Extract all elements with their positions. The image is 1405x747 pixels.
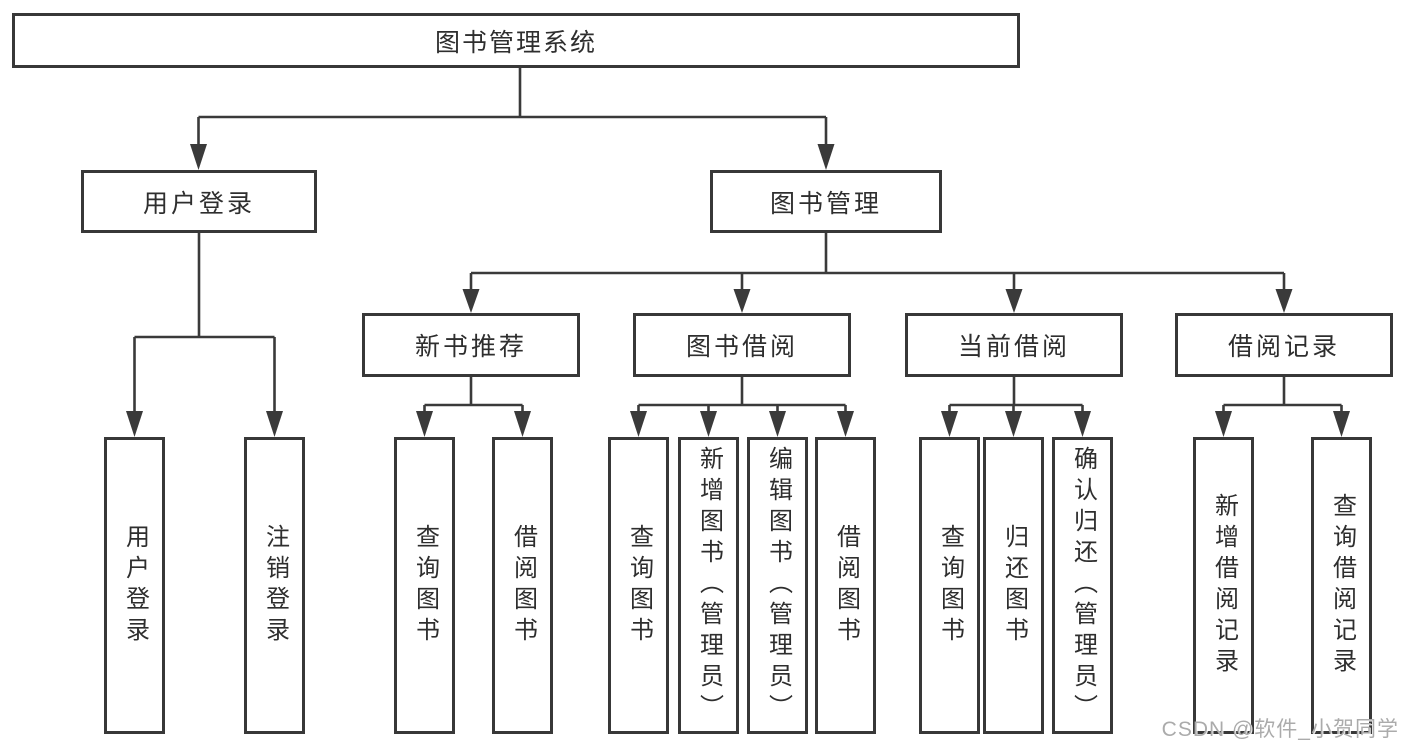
arrow-down-icon <box>126 411 143 437</box>
leaf-node-query-books-borrow: 查询图书 <box>608 437 669 734</box>
arrow-down-icon <box>1215 411 1232 437</box>
module-node-label: 当前借阅 <box>957 333 1070 361</box>
leaf-node-label: 确认归还（管理员） <box>1069 446 1097 725</box>
leaf-node-label: 借阅图书 <box>509 523 537 648</box>
leaf-node-add-books-admin: 新增图书（管理员） <box>678 437 739 734</box>
arrow-down-icon <box>1333 411 1350 437</box>
arrow-down-icon <box>733 289 751 313</box>
arrow-down-icon <box>630 411 647 437</box>
arrow-down-icon <box>266 411 283 437</box>
connector-borrow-records-to-leaves <box>1215 377 1350 437</box>
leaf-node-return-books: 归还图书 <box>983 437 1044 734</box>
leaf-node-label: 查询借阅记录 <box>1328 492 1356 679</box>
module-node-borrow-records: 借阅记录 <box>1175 313 1393 377</box>
branch-node-label: 用户登录 <box>142 189 255 218</box>
leaf-node-borrow-books: 借阅图书 <box>815 437 876 734</box>
module-node-new-books: 新书推荐 <box>362 313 580 377</box>
leaf-node-logout: 注销登录 <box>244 437 305 734</box>
arrow-down-icon <box>817 144 835 170</box>
connector-new-books-to-leaves <box>416 377 531 437</box>
leaf-node-label: 用户登录 <box>121 523 149 648</box>
branch-node-user-login: 用户登录 <box>81 170 317 233</box>
connector-current-borrow-to-leaves <box>941 377 1091 437</box>
connector-root-to-level2 <box>190 68 835 170</box>
branch-node-label: 图书管理 <box>769 189 882 218</box>
leaf-node-label: 查询图书 <box>625 523 653 648</box>
module-node-book-borrow: 图书借阅 <box>633 313 851 377</box>
module-node-current-borrow: 当前借阅 <box>905 313 1123 377</box>
leaf-node-query-borrow-record: 查询借阅记录 <box>1311 437 1372 734</box>
module-node-label: 新书推荐 <box>414 333 527 361</box>
arrow-down-icon <box>769 411 786 437</box>
connector-book-borrow-to-leaves <box>630 377 854 437</box>
leaf-node-query-books-current: 查询图书 <box>919 437 980 734</box>
leaf-node-user-login: 用户登录 <box>104 437 165 734</box>
arrow-down-icon <box>941 411 958 437</box>
arrow-down-icon <box>416 411 433 437</box>
leaf-node-confirm-return-admin: 确认归还（管理员） <box>1052 437 1113 734</box>
arrow-down-icon <box>462 289 480 313</box>
root-node-label: 图书管理系统 <box>434 28 597 57</box>
leaf-node-add-borrow-record: 新增借阅记录 <box>1193 437 1254 734</box>
leaf-node-borrow-books-newbooks: 借阅图书 <box>492 437 553 734</box>
arrow-down-icon <box>700 411 717 437</box>
arrow-down-icon <box>1005 289 1023 313</box>
csdn-watermark: CSDN @软件_小贺同学 <box>1161 718 1399 741</box>
arrow-down-icon <box>190 144 207 170</box>
connector-user-login-to-leaves <box>126 233 283 437</box>
arrow-down-icon <box>1074 411 1091 437</box>
leaf-node-label: 查询图书 <box>411 523 439 648</box>
leaf-node-label: 借阅图书 <box>832 523 860 648</box>
leaf-node-label: 注销登录 <box>261 523 289 648</box>
leaf-node-edit-books-admin: 编辑图书（管理员） <box>747 437 808 734</box>
leaf-node-label: 新增借阅记录 <box>1210 492 1238 679</box>
arrow-down-icon <box>514 411 531 437</box>
connector-book-mgmt-to-modules <box>462 233 1293 313</box>
module-node-label: 图书借阅 <box>685 333 798 361</box>
leaf-node-label: 归还图书 <box>1000 523 1028 648</box>
leaf-node-query-books-newbooks: 查询图书 <box>394 437 455 734</box>
module-node-label: 借阅记录 <box>1227 333 1340 361</box>
arrow-down-icon <box>1005 411 1022 437</box>
root-node-library-system: 图书管理系统 <box>12 13 1020 68</box>
arrow-down-icon <box>1275 289 1293 313</box>
leaf-node-label: 查询图书 <box>936 523 964 648</box>
leaf-node-label: 新增图书（管理员） <box>695 446 723 725</box>
leaf-node-label: 编辑图书（管理员） <box>764 446 792 725</box>
branch-node-book-management: 图书管理 <box>710 170 942 233</box>
arrow-down-icon <box>837 411 854 437</box>
